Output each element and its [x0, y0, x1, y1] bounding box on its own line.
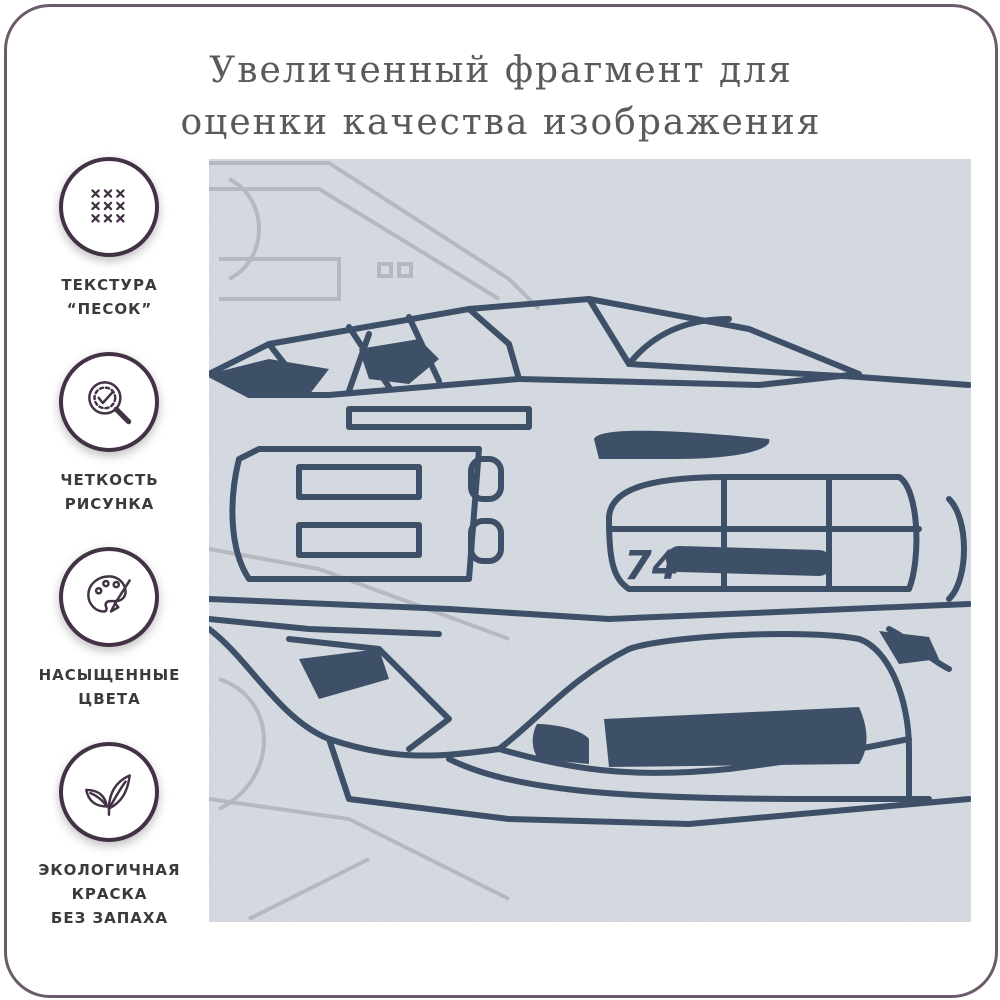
sand-texture: [209, 159, 971, 922]
sand-texture-icon: [59, 157, 159, 257]
feature-label-sand-texture: ТЕКСТУРА “ПЕСОК”: [61, 276, 158, 318]
faint-background-lines: [209, 161, 541, 921]
title-line-1: Увеличенный фрагмент для: [209, 50, 793, 91]
spaceship-drawing: 74: [209, 159, 971, 922]
feature-list: ТЕКСТУРА “ПЕСОК” ЧЕТКОСТЬ РИСУНКА: [7, 157, 212, 937]
zoomed-fragment-image: 74: [209, 159, 971, 922]
leaf-icon: [59, 742, 159, 842]
title-line-2: оценки качества изображения: [180, 102, 822, 143]
feature-label-eco-paint: ЭКОЛОГИЧНАЯ КРАСКА БЕЗ ЗАПАХА: [38, 861, 181, 927]
hull-number-blur: [666, 546, 832, 576]
feature-label-sharpness: ЧЕТКОСТЬ РИСУНКА: [60, 471, 159, 513]
ship-fills: [209, 339, 939, 767]
product-card: Увеличенный фрагмент для оценки качества…: [4, 4, 998, 998]
hull-number: 74: [624, 543, 832, 589]
sharpness-magnifier-icon: [59, 352, 159, 452]
feature-label-saturated-colors: НАСЫЩЕННЫЕ ЦВЕТА: [38, 666, 181, 708]
page-title: Увеличенный фрагмент для оценки качества…: [7, 45, 995, 149]
palette-icon: [59, 547, 159, 647]
